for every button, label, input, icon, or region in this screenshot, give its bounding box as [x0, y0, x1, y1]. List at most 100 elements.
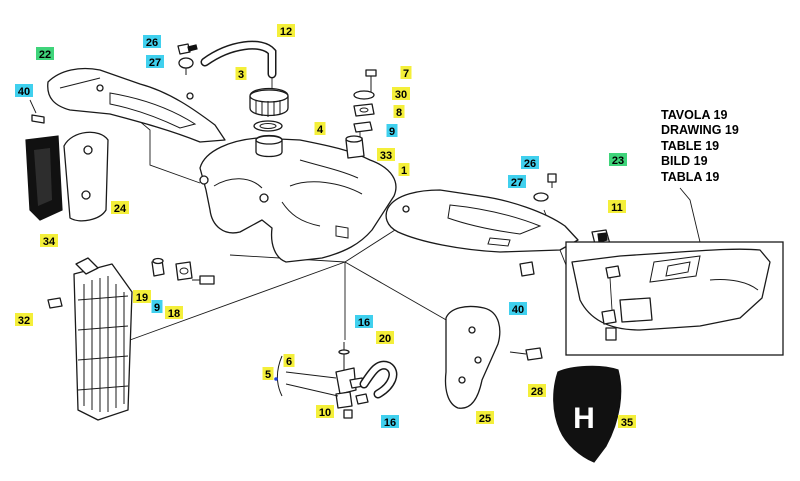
callout-c1: 1: [398, 163, 410, 177]
note-line-table: TABLE 19: [661, 139, 719, 153]
callout-highlight: [15, 313, 33, 326]
callout-highlight: [476, 411, 494, 424]
callout-number: 4: [317, 124, 324, 136]
callout-number: 7: [403, 68, 409, 80]
callout-c26a: 26: [143, 35, 161, 49]
callout-highlight: [509, 302, 527, 315]
callout-highlight: [392, 87, 410, 100]
callout-highlight: [316, 405, 334, 418]
screw-40-left: [29, 99, 45, 124]
callout-highlight: [508, 175, 526, 188]
side-panel-22: [47, 67, 226, 143]
callout-c12: 12: [277, 24, 295, 38]
callout-c19: 19: [133, 290, 151, 304]
callout-highlight: [146, 55, 164, 68]
callout-highlight: [277, 24, 295, 37]
callout-number: 9: [389, 126, 395, 138]
callout-c5: 5: [262, 367, 274, 381]
callout-c33: 33: [377, 148, 395, 162]
callout-highlight: [355, 315, 373, 328]
callout-c27b: 27: [508, 175, 526, 189]
callout-c4: 4: [314, 122, 326, 136]
callout-number: 22: [39, 49, 51, 61]
callout-number: 6: [286, 356, 292, 368]
callout-highlight: [377, 148, 395, 161]
marker-dot: [274, 377, 278, 381]
callout-c18: 18: [165, 306, 183, 320]
callout-c9b: 9: [151, 300, 163, 314]
callout-highlight: [314, 122, 326, 135]
radiator-assembly: [47, 257, 133, 421]
callout-number: 34: [43, 236, 56, 248]
fuel-cap-3: [249, 87, 289, 117]
callout-highlight: [283, 354, 295, 367]
logo-letter: H: [573, 402, 595, 435]
side-plate-24: [63, 131, 109, 222]
callout-c6: 6: [283, 354, 295, 368]
callout-c11: 11: [608, 200, 626, 214]
callout-number: 27: [149, 57, 161, 69]
washer-27-right: [533, 192, 549, 202]
callout-highlight: [15, 84, 33, 97]
callout-number: 8: [396, 107, 402, 119]
callout-highlight: [262, 367, 274, 380]
callout-c20: 20: [376, 331, 394, 345]
callout-highlight: [36, 47, 54, 60]
callout-number: 12: [280, 26, 292, 38]
gasket-4: [253, 120, 283, 132]
callout-number: 32: [18, 315, 30, 327]
bushing-9-middle: [175, 261, 193, 281]
callout-c30: 30: [392, 87, 410, 101]
screw-7: [365, 69, 377, 92]
bushing-8: [353, 103, 375, 117]
callout-c27a: 27: [146, 55, 164, 69]
callout-number: 19: [136, 292, 148, 304]
callout-number: 25: [479, 413, 491, 425]
hose-20: [359, 360, 398, 399]
callout-number: 24: [114, 203, 127, 215]
screw-26-top: [177, 43, 198, 55]
callout-c24: 24: [111, 201, 129, 215]
callout-highlight: [386, 124, 398, 137]
callout-number: 23: [612, 155, 624, 167]
logo-decal-35: H: [553, 365, 622, 463]
callout-number: 26: [146, 37, 158, 49]
callout-highlight: [111, 201, 129, 214]
note-line-tabla: TABLA 19: [661, 170, 719, 184]
breather-hose-12: [200, 40, 277, 79]
fuel-tap-assembly: [277, 342, 365, 419]
note-line-tavola: TAVOLA 19: [661, 108, 727, 122]
callout-number: 26: [524, 158, 536, 170]
washer-30: [353, 90, 375, 100]
callout-c8: 8: [393, 105, 405, 119]
clamp-16: [355, 393, 369, 405]
callout-number: 30: [395, 89, 407, 101]
bush-40-right: [519, 261, 535, 277]
callout-number: 40: [512, 304, 524, 316]
callout-c26b: 26: [521, 156, 539, 170]
callout-c9a: 9: [386, 124, 398, 138]
callout-number: 35: [621, 417, 633, 429]
note-line-drawing: DRAWING 19: [661, 123, 739, 137]
callout-number: 33: [380, 150, 392, 162]
callout-highlight: [376, 331, 394, 344]
callout-number: 16: [358, 317, 370, 329]
callout-c25: 25: [476, 411, 494, 425]
callout-highlight: [521, 156, 539, 169]
callout-highlight: [393, 105, 405, 118]
callout-c22: 22: [36, 47, 54, 61]
callout-c34: 34: [40, 234, 58, 248]
inset-panel-box: [565, 187, 784, 356]
callout-c16b: 16: [381, 415, 399, 429]
callout-c3: 3: [235, 67, 247, 81]
fuel-tank-1: [199, 134, 397, 263]
callout-highlight: [398, 163, 410, 176]
decal-34: [25, 135, 63, 221]
callout-labels: 1345678991011121616181920222324252626272…: [15, 24, 636, 429]
callout-c7: 7: [400, 66, 412, 80]
washer-9-top: [353, 121, 373, 133]
callout-highlight: [165, 306, 183, 319]
callout-highlight: [381, 415, 399, 428]
